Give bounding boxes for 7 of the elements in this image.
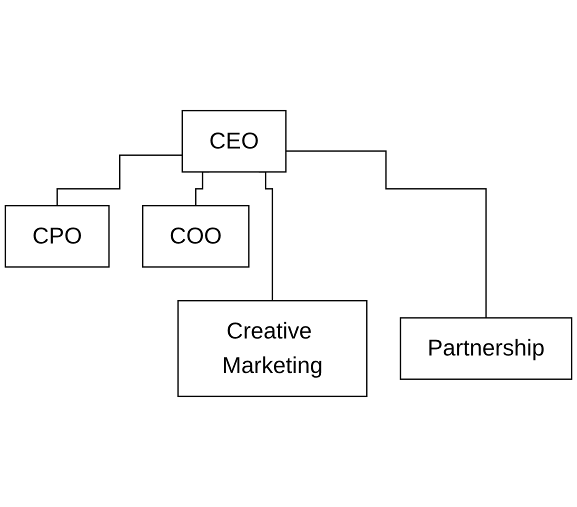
node-box: Partnership [400,317,572,380]
node-box: CEO [182,110,287,173]
connector [56,154,182,206]
connector [286,150,487,319]
node-box: Creative Marketing [177,300,368,398]
node-box: CPO [4,204,110,268]
node-box: COO [142,204,250,268]
